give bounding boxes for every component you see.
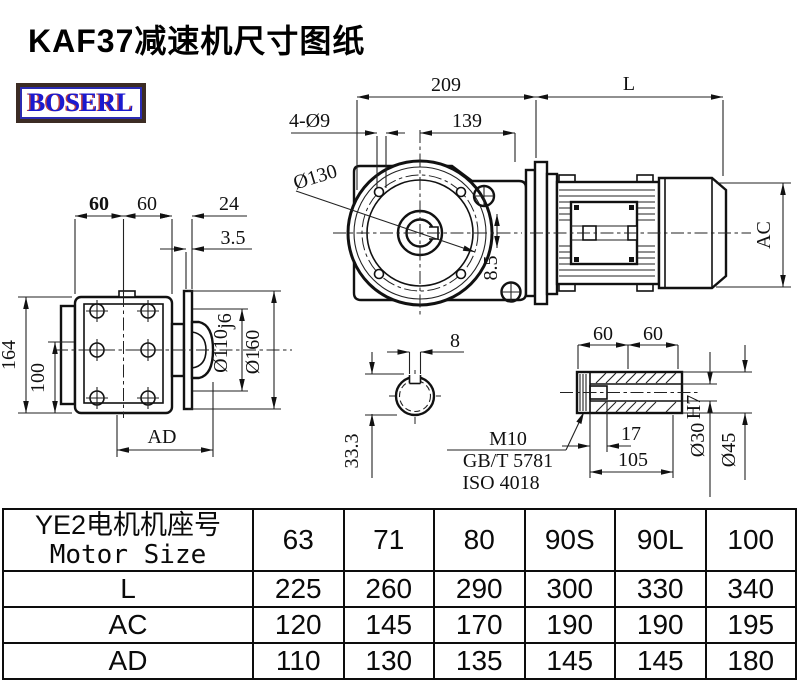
dim-slot-width: 8.5 [480,256,502,281]
dim-shaft-60-left: 60 [593,323,613,345]
dim-overall-width: 209 [431,74,461,96]
table-header-en: Motor Size [49,540,207,570]
table-cell: 190 [614,606,707,644]
boserl-logo: BOSERL [16,83,146,123]
table-row: AD 110 130 135 145 145 180 [2,642,797,680]
dim-height-total: 164 [0,340,20,370]
table-header-motor-size: YE2电机机座号 Motor Size [2,508,254,572]
dim-motor-height: AC [753,221,775,249]
dim-key-depth: 33.3 [341,434,363,469]
col-header: 71 [342,508,435,572]
row-label: AD [2,642,254,680]
dim-flange-dia: Ø160 [242,330,264,374]
col-header: 90S [523,508,616,572]
table-cell: 170 [433,606,526,644]
dim-flange-width: 139 [452,110,482,132]
shaft-detail-view: 60 60 17 105 Ø30 H7 Ø45 [560,323,752,497]
col-header: 80 [433,508,526,572]
table-cell: 145 [614,642,707,680]
dim-bore-tol: H7 [683,395,705,419]
table-cell: 120 [252,606,345,644]
note-std-gb: GB/T 5781 [463,450,553,472]
dim-bolt-circle: Ø130 [291,160,340,194]
table-cell: 110 [252,642,345,680]
shaft-section-view: 8 33.3 [341,330,464,478]
dim-len-total: 105 [618,449,648,471]
table-row: AC 120 145 170 190 190 195 [2,606,797,644]
table-cell: 225 [252,570,345,608]
mounting-bolts [86,300,159,409]
table-cell: 135 [433,642,526,680]
col-header: 63 [252,508,345,572]
table-cell: 290 [433,570,526,608]
motor-size-table: YE2电机机座号 Motor Size 63 71 80 90S 90L 100… [2,508,797,680]
dim-shaft-60-right: 60 [643,323,663,345]
table-cell: 340 [704,570,797,608]
row-label: L [2,570,254,608]
dim-flange-offset: 24 [219,193,239,215]
dim-spigot: Ø110 [210,329,232,373]
dim-width-ad: AD [148,426,177,448]
front-view: 8.5 [333,130,528,318]
col-header: 100 [704,508,797,572]
dim-key-width: 8 [450,330,460,352]
table-cell: 145 [523,642,616,680]
note-thread: M10 [489,428,527,450]
side-view: 60 60 24 3.5 164 100 Ø110 j6 Ø160 [0,193,292,457]
dimension-drawing: 8.5 209 L 139 4-Ø9 Ø130 [0,73,791,497]
motor-view: AC [524,160,791,306]
dim-bolt-holes: 4-Ø9 [289,110,330,132]
page-title: KAF37减速机尺寸图纸 [28,23,366,59]
dim-height-center: 100 [27,363,49,393]
table-cell: 180 [704,642,797,680]
table-cell: 145 [342,606,435,644]
table-cell: 330 [614,570,707,608]
note-std-iso: ISO 4018 [462,472,539,494]
dim-spacing-right: 60 [137,193,157,215]
table-cell: 195 [704,606,797,644]
col-header: 90L [614,508,707,572]
row-label: AC [2,606,254,644]
front-view-dimensions: 209 L 139 4-Ø9 Ø130 [289,73,724,253]
hatching [595,372,677,413]
table-cell: 260 [342,570,435,608]
bolt-note: M10 GB/T 5781 ISO 4018 [447,411,585,494]
dim-spacing-left: 60 [89,193,109,215]
dim-motor-length: L [623,73,635,95]
table-cell: 300 [523,570,616,608]
table-header-cn: YE2电机机座号 [34,510,222,540]
table-row: L 225 260 290 300 330 340 [2,570,797,608]
table-cell: 190 [523,606,616,644]
dim-spigot-tol: j6 [214,313,236,330]
dim-od: Ø45 [718,433,740,467]
table-cell: 130 [342,642,435,680]
dim-bore: Ø30 [687,423,709,457]
dim-flange-thickness: 3.5 [221,227,246,249]
dim-key-len: 17 [621,423,641,445]
boserl-logo-text: BOSERL [20,87,142,119]
